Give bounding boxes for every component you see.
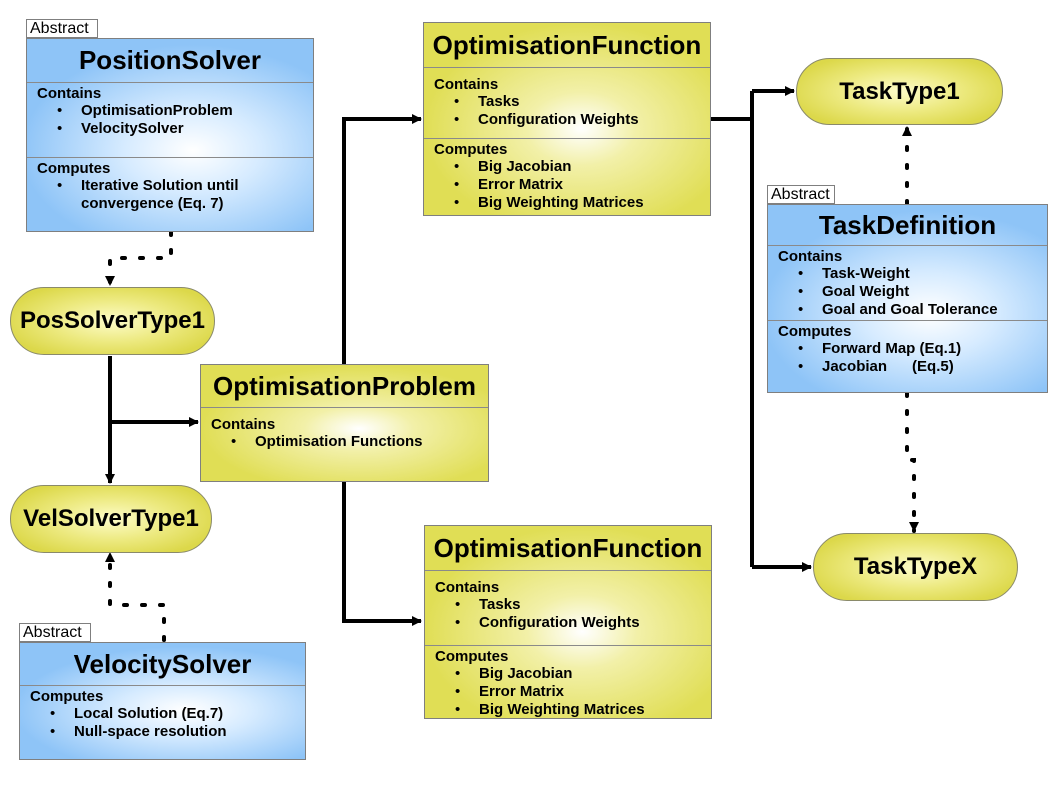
class-title: TaskDefinition [768,205,1047,246]
arrow-optimisationproblem-to-function-bottom [342,482,422,626]
arrow-optimisationproblem-to-function-top [342,114,422,364]
list-item: •Jacobian (Eq.5) [798,358,954,375]
contains-section: Contains •Tasks •Configuration Weights [425,571,711,646]
class-title: VelocitySolver [20,643,305,686]
connector-function-to-tasktypes [710,117,754,567]
dotted-arrow-positionsolver-to-possolvertype1 [105,230,173,287]
computes-label: Computes [778,323,852,340]
computes-section: Computes •Local Solution (Eq.7) •Null-sp… [20,686,305,744]
list-item: •Iterative Solution until [57,177,239,194]
list-item: •VelocitySolver [57,120,184,137]
class-box-optimisationfunction-bottom: OptimisationFunction Contains •Tasks •Co… [424,525,712,719]
computes-label: Computes [30,688,104,705]
pill-velsolvertype1: VelSolverType1 [10,485,212,553]
class-box-taskdefinition: TaskDefinition Contains •Task-Weight •Go… [767,204,1048,393]
list-item: •Big Weighting Matrices [454,194,644,211]
contains-section: Contains •Optimisation Functions [201,408,488,454]
contains-label: Contains [37,85,102,102]
list-item: •Error Matrix [454,176,564,193]
list-item: •Local Solution (Eq.7) [50,705,224,722]
list-item: •Null-space resolution [50,723,227,740]
abstract-tag-velocitysolver: Abstract [19,623,91,642]
list-item: •Big Jacobian [454,158,572,175]
list-item: •Goal Weight [798,283,910,300]
class-box-optimisationproblem: OptimisationProblem Contains •Optimisati… [200,364,489,482]
list-item: •Configuration Weights [454,111,639,128]
pill-tasktypex: TaskTypeX [813,533,1018,601]
class-box-positionsolver: PositionSolver Contains •OptimisationPro… [26,38,314,232]
class-title: OptimisationFunction [424,23,710,68]
list-item: •Goal and Goal Tolerance [798,301,998,318]
class-title: OptimisationFunction [425,526,711,571]
computes-label: Computes [434,141,508,158]
list-item: •Tasks [454,93,520,110]
abstract-tag-positionsolver: Abstract [26,19,98,38]
list-item: •Optimisation Functions [231,433,423,450]
contains-label: Contains [434,76,499,93]
contains-label: Contains [211,416,276,433]
contains-section: Contains •OptimisationProblem •VelocityS… [27,83,313,158]
list-item: •Forward Map (Eq.1) [798,340,962,357]
list-item: •Task-Weight [798,265,910,282]
list-item: •OptimisationProblem [57,102,233,119]
dotted-arrow-taskdefinition-to-tasktypex [905,391,919,533]
pill-possolvertype1: PosSolverType1 [10,287,215,355]
class-title: PositionSolver [27,39,313,83]
computes-section: Computes •Big Jacobian •Error Matrix •Bi… [425,646,711,718]
list-item: •Big Jacobian [455,665,573,682]
list-item: •Configuration Weights [455,614,640,631]
computes-label: Computes [37,160,111,177]
list-item: •Tasks [455,596,521,613]
list-item: •Big Weighting Matrices [455,701,645,718]
computes-section: Computes •Forward Map (Eq.1) •Jacobian (… [768,321,1047,379]
class-title: OptimisationProblem [201,365,488,408]
contains-section: Contains •Tasks •Configuration Weights [424,68,710,139]
class-box-velocitysolver: VelocitySolver Computes •Local Solution … [19,642,306,760]
contains-label: Contains [435,579,500,596]
contains-label: Contains [778,248,843,265]
dotted-arrow-velocitysolver-to-velsolvertype1 [105,551,166,642]
computes-section: Computes •Big Jacobian •Error Matrix •Bi… [424,139,710,215]
computes-label: Computes [435,648,509,665]
list-item-continuation: convergence (Eq. 7) [81,195,224,212]
class-box-optimisationfunction-top: OptimisationFunction Contains •Tasks •Co… [423,22,711,216]
contains-section: Contains •Task-Weight •Goal Weight •Goal… [768,246,1047,321]
list-item: •Error Matrix [455,683,565,700]
abstract-tag-taskdefinition: Abstract [767,185,835,204]
computes-section: Computes •Iterative Solution until conve… [27,158,313,216]
pill-tasktype1: TaskType1 [796,58,1003,125]
